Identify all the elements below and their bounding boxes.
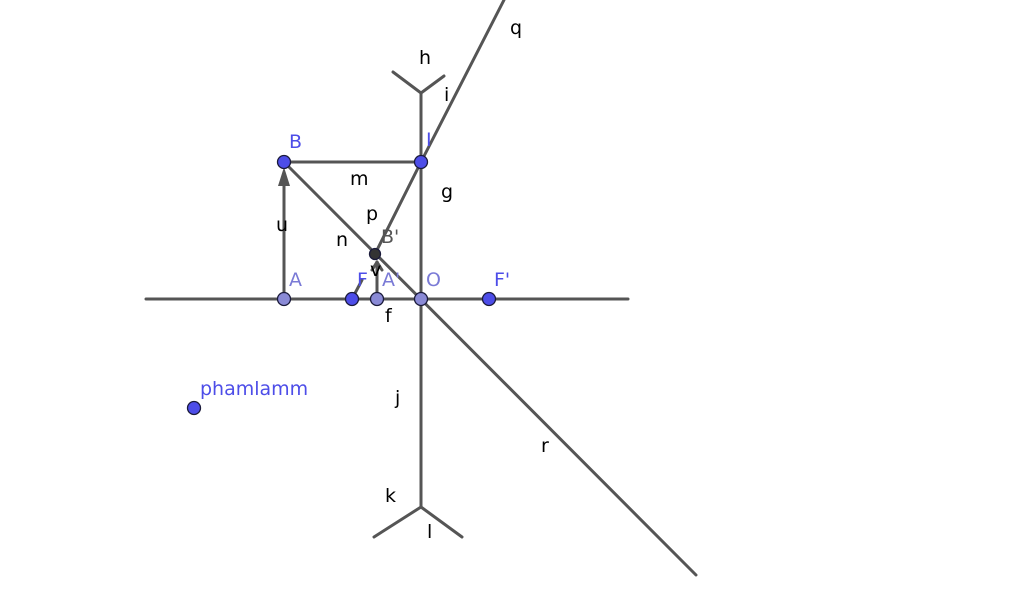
ray-q[interactable] bbox=[419, 0, 506, 164]
label-j: j bbox=[394, 387, 400, 409]
label-f: f bbox=[385, 305, 393, 327]
label-k: k bbox=[385, 485, 396, 507]
label-i: i bbox=[444, 84, 449, 106]
label-v: v bbox=[370, 259, 381, 281]
point-label-F-prime: F' bbox=[494, 269, 510, 291]
label-l: l bbox=[427, 521, 432, 543]
point-label-F: F bbox=[357, 269, 368, 291]
lens-bottom-arm-k[interactable] bbox=[372, 505, 423, 539]
label-u: u bbox=[276, 214, 288, 236]
label-h: h bbox=[419, 47, 431, 69]
point-F[interactable] bbox=[344, 291, 360, 307]
lens-top-arm-h[interactable] bbox=[391, 70, 423, 95]
point-label-I: I bbox=[426, 129, 432, 151]
point-A-prime[interactable] bbox=[369, 291, 385, 307]
label-g: g bbox=[441, 181, 453, 203]
point-O[interactable] bbox=[413, 291, 429, 307]
lens-top-arm-i[interactable] bbox=[419, 74, 446, 95]
point-B-prime[interactable] bbox=[368, 247, 382, 261]
label-q: q bbox=[510, 17, 522, 39]
point-F-prime[interactable] bbox=[481, 291, 497, 307]
point-I[interactable] bbox=[413, 154, 429, 170]
point-label-A: A bbox=[289, 269, 302, 291]
point-phamlamm[interactable] bbox=[186, 400, 202, 416]
point-label-O: O bbox=[426, 269, 441, 291]
ray-extension-p[interactable] bbox=[373, 160, 423, 256]
label-m: m bbox=[350, 168, 369, 190]
point-label-B-prime: B' bbox=[381, 226, 399, 248]
point-B[interactable] bbox=[276, 154, 292, 170]
object-arrowhead bbox=[278, 167, 290, 186]
ray-n-and-r[interactable] bbox=[282, 160, 698, 577]
label-r: r bbox=[541, 435, 549, 457]
lens-bottom-arm-l[interactable] bbox=[419, 505, 464, 539]
point-label-B: B bbox=[289, 131, 302, 153]
image-arrowhead-right bbox=[375, 260, 384, 272]
point-label-phamlamm: phamlamm bbox=[200, 378, 308, 400]
point-label-A-prime: A' bbox=[382, 269, 400, 291]
label-p: p bbox=[366, 203, 378, 225]
label-n: n bbox=[336, 229, 348, 251]
point-A[interactable] bbox=[276, 291, 292, 307]
